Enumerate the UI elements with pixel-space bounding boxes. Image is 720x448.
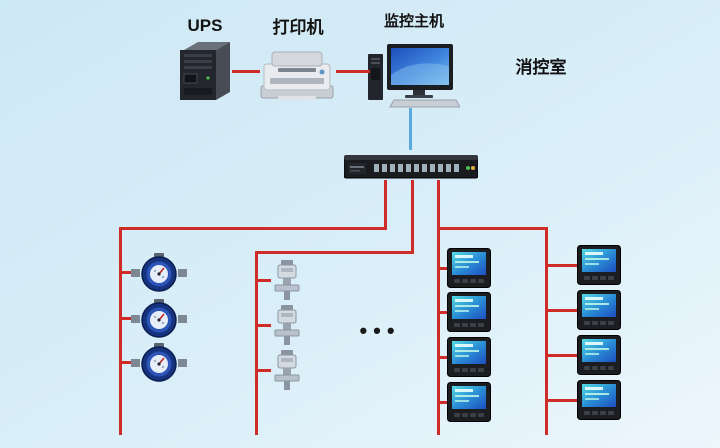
tap-trans-1 — [255, 279, 271, 282]
tap-meter-4-3 — [547, 354, 578, 357]
transmitter-icon — [269, 305, 305, 345]
water-meter-icon — [130, 342, 188, 384]
printer-label: 打印机 — [272, 18, 324, 37]
power-meter-icon — [447, 382, 491, 422]
water-meter-icon — [130, 298, 188, 340]
tap-meter-3-4 — [438, 401, 450, 404]
tap-water-3 — [120, 361, 136, 364]
tap-meter-4-2 — [547, 309, 578, 312]
room-label: 消控室 — [515, 58, 567, 77]
power-meter-icon — [577, 290, 621, 330]
power-meter-icon — [577, 380, 621, 420]
bus-branch-4 — [545, 227, 548, 435]
host-label: 监控主机 — [383, 13, 444, 30]
water-meter-icon — [130, 252, 188, 294]
more-branches-ellipsis: ••• — [359, 318, 401, 343]
power-meter-icon — [447, 248, 491, 288]
tap-meter-3-3 — [438, 356, 450, 359]
ups-label: UPS — [187, 16, 223, 35]
link-ups-printer — [232, 70, 260, 73]
tap-water-2 — [120, 317, 136, 320]
link-host-switch — [409, 108, 412, 150]
stub-branch-2 — [411, 180, 414, 254]
tap-meter-4-4 — [547, 399, 578, 402]
tap-meter-3-1 — [438, 267, 450, 270]
tap-meter-3-2 — [438, 311, 450, 314]
rack-switch-icon — [344, 150, 478, 180]
tap-water-1 — [120, 271, 136, 274]
bus-branch-2 — [255, 251, 258, 435]
link-printer-host — [336, 70, 370, 73]
transmitter-icon — [269, 260, 305, 300]
desktop-computer-icon — [368, 44, 460, 108]
stub-branch-1 — [384, 180, 387, 230]
printer-icon — [258, 48, 336, 102]
transmitter-icon — [269, 350, 305, 390]
power-meter-icon — [447, 292, 491, 332]
power-meter-icon — [577, 335, 621, 375]
power-meter-icon — [577, 245, 621, 285]
bus-branch-1 — [119, 227, 122, 435]
feeder-branch-1 — [119, 227, 387, 230]
tap-meter-4-1 — [547, 264, 578, 267]
bus-branch-3 — [437, 180, 440, 435]
tap-trans-3 — [255, 369, 271, 372]
tap-trans-2 — [255, 324, 271, 327]
ups-tower-icon — [178, 40, 232, 102]
power-meter-icon — [447, 337, 491, 377]
feeder-branch-4 — [437, 227, 548, 230]
feeder-branch-2 — [256, 251, 414, 254]
